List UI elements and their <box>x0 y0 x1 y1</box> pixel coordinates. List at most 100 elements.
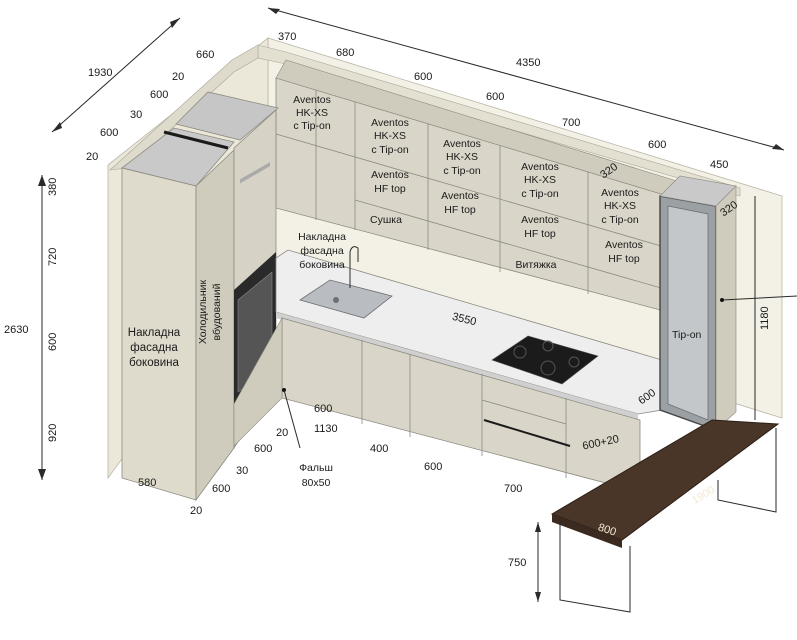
dim-1900: 1900 <box>690 484 717 507</box>
svg-text:HK-XS: HK-XS <box>374 130 406 142</box>
svg-text:c Tip-on: c Tip-on <box>293 120 331 132</box>
drawer-handle <box>483 419 571 447</box>
svg-text:80x50: 80x50 <box>302 477 331 489</box>
dim-600: 600 <box>212 483 230 495</box>
countertop-edge <box>276 312 638 420</box>
svg-text:HF top: HF top <box>608 253 640 265</box>
glass-cabinet-inner <box>667 205 709 421</box>
arrowhead <box>170 18 180 28</box>
base-left-side <box>233 316 283 447</box>
leader-tipon <box>721 295 797 301</box>
svg-text:Aventos: Aventos <box>293 94 331 106</box>
svg-text:HK-XS: HK-XS <box>524 174 556 186</box>
burner <box>568 356 580 368</box>
dim-20: 20 <box>172 71 184 83</box>
dim-20: 20 <box>190 505 202 517</box>
burner <box>542 340 554 352</box>
dim-600: 600 <box>150 89 168 101</box>
faucet <box>349 246 359 288</box>
dim-920: 920 <box>47 424 59 442</box>
svg-text:боковина: боковина <box>299 259 345 271</box>
svg-text:Aventos: Aventos <box>521 214 559 226</box>
dim-600: 600 <box>486 91 504 103</box>
fridge-label: Холодильник вбудований <box>197 280 223 345</box>
dim-380: 380 <box>47 178 59 196</box>
dim-450: 450 <box>710 159 728 171</box>
upper-split <box>275 133 669 249</box>
dim-370: 370 <box>278 31 296 43</box>
svg-text:боковина: боковина <box>129 357 179 369</box>
svg-text:HK-XS: HK-XS <box>446 151 478 163</box>
svg-text:фасадна: фасадна <box>130 342 178 354</box>
oven-handle <box>240 162 270 184</box>
svg-text:Накладна: Накладна <box>128 327 181 339</box>
arrowhead <box>38 469 46 480</box>
dim-600: 600 <box>314 403 332 415</box>
side-panel-left-label: Накладна фасадна боковина <box>128 327 181 369</box>
upper-cab-3-label: Aventos HK-XS c Tip-on Aventos HF top <box>441 138 481 216</box>
dim-800: 800 <box>596 522 617 539</box>
table-top <box>550 419 780 541</box>
arrowhead <box>268 8 280 14</box>
svg-text:Холодильник: Холодильник <box>197 280 209 345</box>
arrowhead <box>535 592 541 602</box>
svg-text:Aventos: Aventos <box>371 169 409 181</box>
burner <box>513 345 527 359</box>
svg-text:c Tip-on: c Tip-on <box>371 144 409 156</box>
falsh-label: Фальш 80x50 <box>299 462 333 489</box>
dim-600: 600 <box>414 71 432 83</box>
dim-line-4350 <box>267 7 785 151</box>
svg-text:Aventos: Aventos <box>441 190 479 202</box>
upper-split <box>354 199 669 291</box>
svg-text:HK-XS: HK-XS <box>296 107 328 119</box>
dim-line-1930 <box>51 17 181 133</box>
side-panel-upper-label: Накладна фасадна боковина <box>298 231 346 271</box>
dim-600: 600 <box>100 127 118 139</box>
table-leg-back <box>717 428 777 513</box>
svg-text:Aventos: Aventos <box>521 161 559 173</box>
svg-text:c Tip-on: c Tip-on <box>521 188 559 200</box>
svg-text:Накладна: Накладна <box>298 231 346 243</box>
dim-600: 600 <box>47 333 59 351</box>
svg-text:фасадна: фасадна <box>300 245 343 257</box>
table-leg-front <box>559 520 631 613</box>
dim-2630: 2630 <box>4 324 28 336</box>
svg-text:HF top: HF top <box>524 228 556 240</box>
arrowhead <box>52 122 62 132</box>
table-edge <box>552 514 622 548</box>
upper-cab-4-label: Aventos HK-XS c Tip-on Aventos HF top Ви… <box>515 161 558 271</box>
svg-text:HK-XS: HK-XS <box>604 200 636 212</box>
leader-falsh <box>283 389 301 449</box>
svg-text:Фальш: Фальш <box>299 462 333 474</box>
svg-text:вбудований: вбудований <box>211 283 223 340</box>
arrowhead <box>772 144 784 150</box>
sink-drain <box>333 297 339 303</box>
dim-720: 720 <box>47 248 59 266</box>
upper-cab-5-label: Aventos HK-XS c Tip-on Aventos HF top <box>601 187 643 265</box>
leader-dot <box>720 298 724 302</box>
svg-text:Aventos: Aventos <box>605 239 643 251</box>
glass-cabinet-side <box>715 185 737 431</box>
dim-3550: 3550 <box>451 311 478 329</box>
svg-text:Aventos: Aventos <box>443 138 481 150</box>
handle-profile <box>163 130 229 150</box>
cooktop <box>491 335 599 385</box>
oven-column-top <box>175 91 279 141</box>
dim-1130: 1130 <box>314 423 338 435</box>
dim-680: 680 <box>336 47 354 59</box>
dim-750: 750 <box>508 557 526 569</box>
dim-4350: 4350 <box>516 57 540 69</box>
dim-1180: 1180 <box>759 306 771 330</box>
dim-660: 660 <box>196 49 214 61</box>
dim-600: 600 <box>424 461 442 473</box>
dim-580: 580 <box>138 477 156 489</box>
svg-text:Витяжка: Витяжка <box>515 259 556 271</box>
dim-400: 400 <box>370 443 388 455</box>
dim-30: 30 <box>130 109 142 121</box>
svg-text:HF top: HF top <box>374 183 406 195</box>
svg-text:Сушка: Сушка <box>370 214 402 226</box>
svg-text:HF top: HF top <box>444 204 476 216</box>
arrowhead <box>38 175 46 186</box>
dim-700: 700 <box>504 483 522 495</box>
